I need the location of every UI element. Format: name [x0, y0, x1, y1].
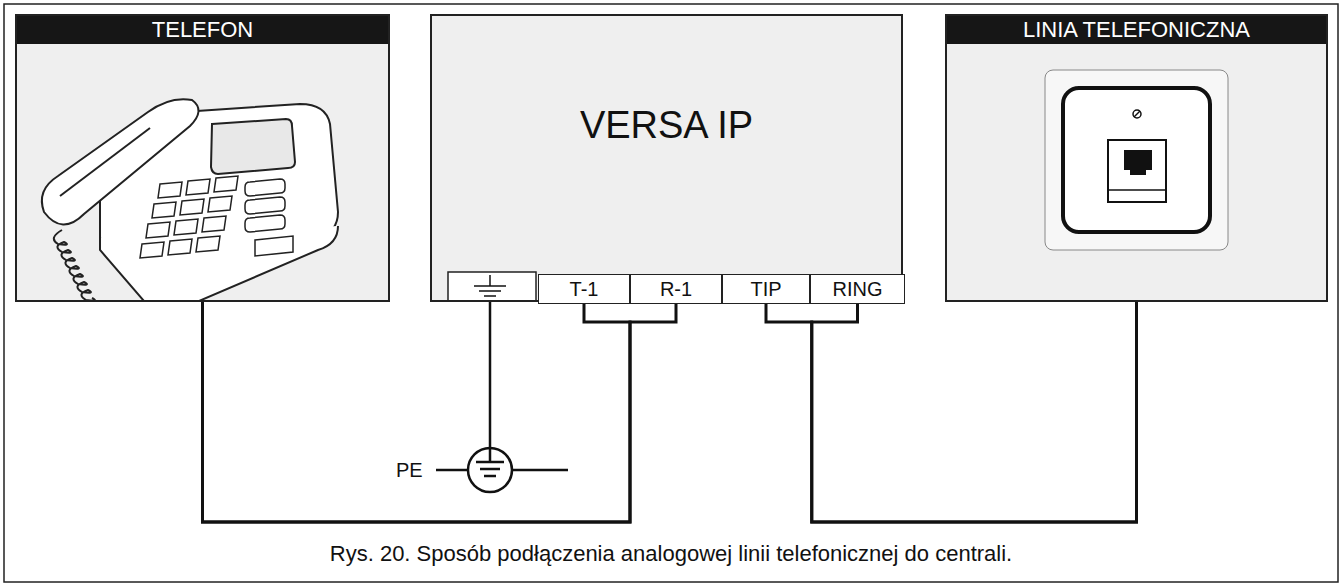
figure-caption: Rys. 20. Sposób podłączenia analogowej l…: [0, 541, 1342, 567]
connector-layer: [203, 302, 1137, 522]
terminal-cell: R-1: [630, 274, 722, 304]
phone-wire: [203, 302, 631, 522]
phone-wire: [766, 302, 1137, 522]
ground-wire: [436, 302, 568, 492]
phone-wire: [812, 302, 1137, 522]
device-panel: TELEFON: [15, 14, 390, 302]
panel-heading: LINIA TELEFONICZNA: [1023, 16, 1250, 44]
ground-terminal: [432, 16, 901, 300]
panel-heading: TELEFON: [152, 16, 253, 44]
header-band: TELEFON: [17, 16, 388, 44]
terminal-cell: T-1: [538, 274, 630, 304]
terminal-label: R-1: [660, 278, 692, 301]
header-band: LINIA TELEFONICZNA: [947, 16, 1326, 44]
wall-socket-illustration: [947, 16, 1326, 300]
terminal-label: T-1: [570, 278, 599, 301]
terminal-cell: RING: [810, 274, 905, 304]
figure-frame: [4, 4, 1338, 582]
earth-label: PE: [396, 458, 423, 482]
terminal-cell: TIP: [722, 274, 810, 304]
device-name: VERSA IP: [432, 104, 901, 147]
terminal-label: TIP: [750, 278, 781, 301]
device-panel: LINIA TELEFONICZNA: [945, 14, 1328, 302]
terminal-label: RING: [833, 278, 883, 301]
control-panel-box: VERSA IP T-1 R-1 TIP RING: [430, 14, 903, 302]
phone-wire: [203, 302, 677, 522]
telephone-illustration: [17, 16, 388, 300]
